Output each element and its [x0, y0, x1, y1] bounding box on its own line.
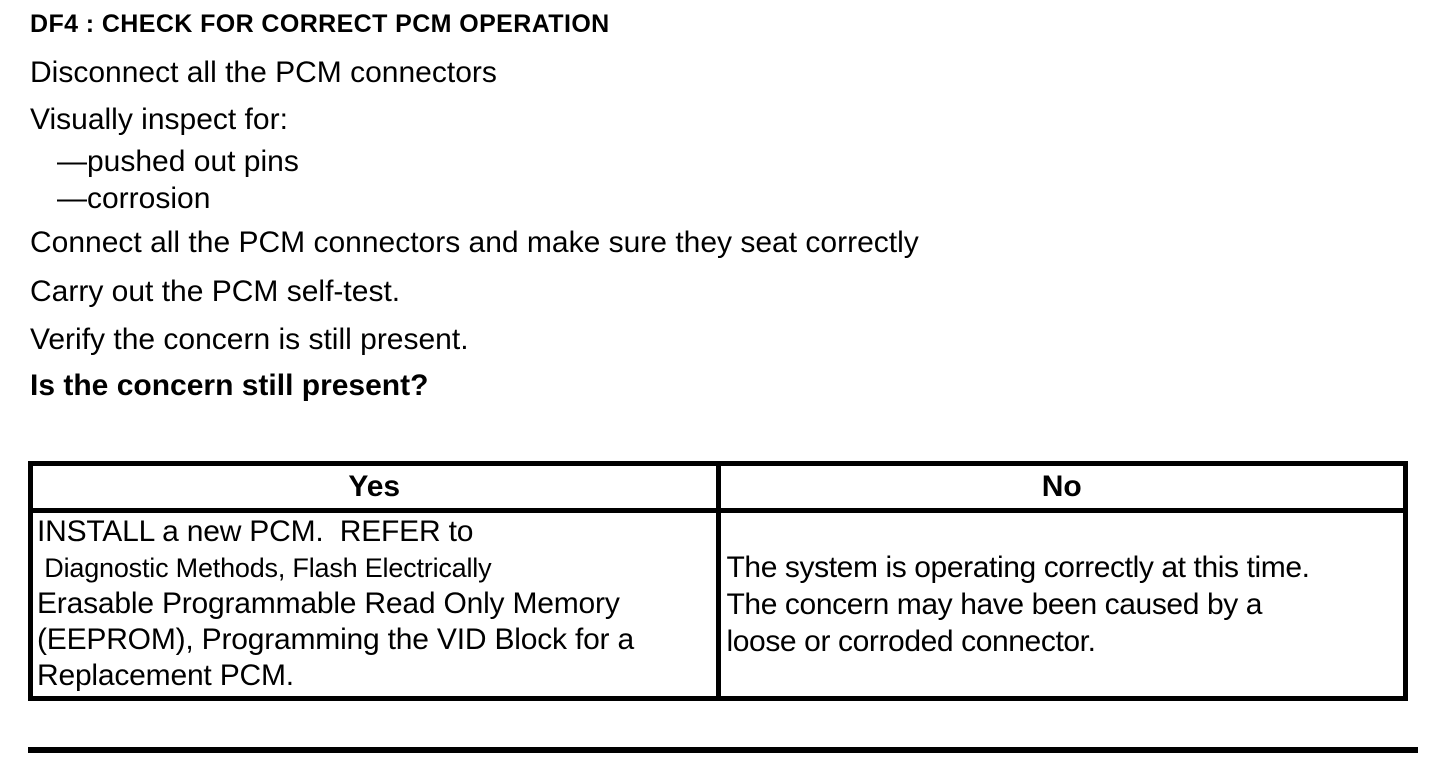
- instruction-inspect: Visually inspect for:: [30, 103, 288, 136]
- no-column-header: No: [715, 461, 1408, 513]
- yes-column-header: Yes: [28, 461, 721, 513]
- no-action-line: The system is operating correctly at thi…: [726, 551, 1310, 584]
- section-divider-rule: [28, 747, 1418, 753]
- instruction-disconnect: Disconnect all the PCM connectors: [30, 56, 497, 89]
- yes-action-line: Diagnostic Methods, Flash Electrically: [37, 553, 492, 583]
- no-action-line: The concern may have been caused by a: [726, 588, 1263, 621]
- no-action-line: loose or corroded connector.: [726, 625, 1096, 658]
- inspection-item-pins: —pushed out pins: [57, 145, 299, 178]
- decision-table: Yes No INSTALL a new PCM. REFER to Diagn…: [28, 461, 1408, 701]
- instruction-connect: Connect all the PCM connectors and make …: [30, 226, 919, 259]
- yes-action-line: (EEPROM), Programming the VID Block for …: [37, 623, 634, 656]
- decision-table-body-row: INSTALL a new PCM. REFER to Diagnostic M…: [28, 508, 1408, 701]
- yes-action-line: Erasable Programmable Read Only Memory: [37, 587, 620, 620]
- instruction-selftest: Carry out the PCM self-test.: [30, 275, 401, 308]
- decision-table-header-row: Yes No: [28, 461, 1408, 513]
- yes-action-line: Replacement PCM.: [37, 659, 294, 692]
- decision-question: Is the concern still present?: [30, 369, 429, 402]
- yes-action-line: INSTALL a new PCM. REFER to: [37, 515, 474, 549]
- instruction-verify: Verify the concern is still present.: [30, 323, 469, 356]
- procedure-step-heading: DF4 : CHECK FOR CORRECT PCM OPERATION: [30, 10, 610, 38]
- no-action-cell: The system is operating correctly at thi…: [715, 508, 1408, 701]
- inspection-item-corrosion: —corrosion: [57, 182, 211, 215]
- yes-action-cell: INSTALL a new PCM. REFER to Diagnostic M…: [28, 508, 721, 701]
